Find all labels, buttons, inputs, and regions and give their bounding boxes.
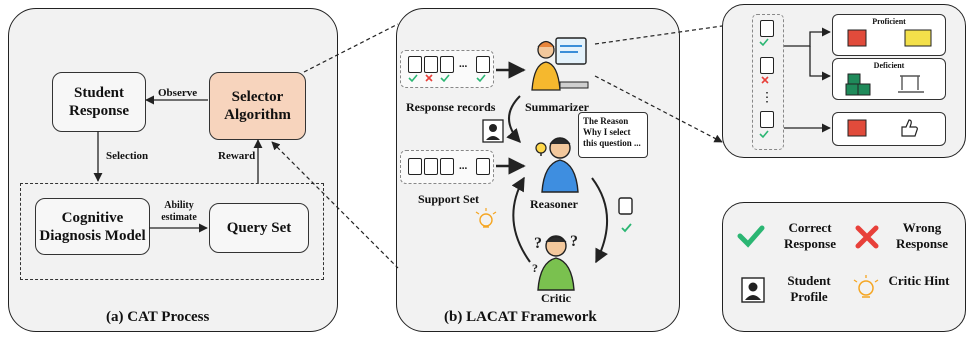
- svg-text:?: ?: [534, 235, 542, 252]
- reasoner-figure: [535, 137, 579, 193]
- record-doc-icon: [440, 56, 454, 73]
- summarizer-label: Summarizer: [525, 100, 589, 114]
- answer-doc-icon: [618, 197, 633, 233]
- support-doc-icon: [424, 158, 438, 175]
- query-region: [20, 183, 324, 280]
- detail-items-column: [752, 14, 784, 150]
- legend-cross-icon: [855, 225, 879, 249]
- legend-student-profile-icon: [741, 277, 765, 303]
- connector-detail-bottom: [594, 75, 723, 143]
- reward-label: Reward: [218, 150, 256, 162]
- deficient-icons: [845, 73, 924, 96]
- critic-to-reasoner-arrow: [511, 176, 531, 263]
- hint-bulb-icon: [475, 208, 497, 228]
- detail-doc-icon: [760, 111, 774, 128]
- records-ellipsis: ...: [459, 58, 468, 70]
- response-records-label: Response records: [406, 100, 496, 114]
- deficient-label: Deficient: [873, 61, 905, 70]
- cognitive-diagnosis-model-label: Cognitive Diagnosis Model: [39, 209, 146, 244]
- proficient-icons: [847, 29, 932, 47]
- cat-process-title: (a) CAT Process: [106, 309, 210, 325]
- support-doc-icon: [440, 158, 454, 175]
- detail-arrows: [784, 27, 831, 133]
- summarizer-figure: [531, 37, 589, 91]
- summarizer-to-reasoner-arrow: [506, 95, 521, 144]
- selection-label: Selection: [106, 150, 149, 162]
- legend-critic-hint-icon: [853, 275, 879, 298]
- query-set-box: Query Set: [209, 203, 309, 253]
- support-doc-icon: [408, 158, 422, 175]
- observe-label: Observe: [158, 87, 198, 99]
- support-doc-icon: [476, 158, 490, 175]
- selector-algorithm-box: Selector Algorithm: [209, 72, 306, 140]
- support-set-label: Support Set: [418, 192, 480, 206]
- student-profile-icon: [482, 119, 504, 143]
- legend-wrong-label: Wrong Response: [895, 220, 948, 251]
- critic-label: Critic: [541, 291, 571, 305]
- cat-process-panel: [8, 8, 338, 332]
- hint-result-icons: [847, 119, 918, 137]
- reasoner-speech-bubble: The Reason Why I select this question ..…: [578, 112, 648, 158]
- connector-detail-top: [594, 25, 723, 45]
- lacat-framework-title: (b) LACAT Framework: [444, 309, 597, 325]
- legend-critic-hint-label: Critic Hint: [888, 273, 950, 288]
- svg-text:?: ?: [532, 261, 538, 275]
- detail-doc-icon: [760, 20, 774, 37]
- svg-text:?: ?: [570, 233, 578, 250]
- record-doc-icon: [476, 56, 490, 73]
- record-marks: [408, 74, 486, 83]
- speech-text: The Reason Why I select this question ..…: [583, 116, 641, 148]
- record-doc-icon: [408, 56, 422, 73]
- connector-bottom: [271, 141, 399, 269]
- ability-estimate-label: Ability estimate: [161, 200, 197, 223]
- record-doc-icon: [424, 56, 438, 73]
- query-set-label: Query Set: [226, 220, 292, 236]
- selector-algorithm-label: Selector Algorithm: [224, 89, 291, 123]
- legend-correct-label: Correct Response: [783, 220, 836, 251]
- legend-student-profile-label: Student Profile: [787, 273, 831, 304]
- cognitive-diagnosis-model-box: Cognitive Diagnosis Model: [35, 198, 150, 255]
- legend-panel: [722, 202, 966, 332]
- legend-check-icon: [737, 225, 765, 248]
- reasoner-label: Reasoner: [530, 197, 578, 211]
- connector-top: [303, 23, 399, 73]
- support-ellipsis: ...: [459, 160, 468, 172]
- proficient-label: Proficient: [872, 17, 906, 26]
- student-response-label: Student Response: [68, 85, 129, 119]
- student-response-box: Student Response: [52, 72, 146, 132]
- detail-doc-icon: [760, 57, 774, 74]
- critic-figure: ? ? ?: [532, 233, 578, 291]
- detail-marks: [759, 38, 769, 139]
- reasoner-to-critic-arrow: [591, 177, 608, 264]
